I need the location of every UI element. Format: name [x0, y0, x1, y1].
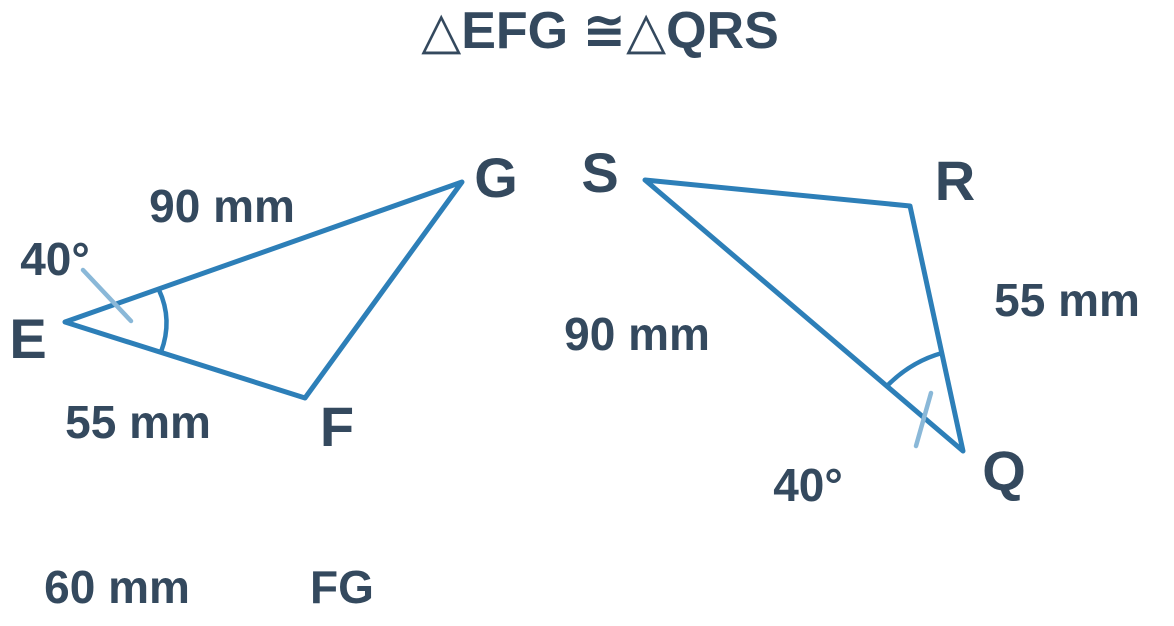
vertex-label-r: R [935, 149, 975, 212]
angle-q-tick-mark [913, 390, 934, 449]
side-ef-length: 55 mm [65, 396, 211, 448]
angle-e-measure: 40° [20, 233, 90, 285]
angle-e-arc [156, 289, 169, 353]
vertex-label-f: F [320, 395, 354, 458]
vertex-label-q: Q [982, 439, 1026, 502]
triangle-efg-shape [62, 179, 465, 401]
side-qr-length: 55 mm [994, 274, 1140, 326]
answer-length: 60 mm [44, 561, 190, 613]
vertex-label-e: E [9, 307, 46, 370]
answer-segment-label: FG [310, 561, 374, 613]
vertex-label-s: S [581, 141, 618, 204]
angle-q-measure: 40° [773, 459, 843, 511]
congruence-title: △EFG ≅△QRS [421, 2, 779, 60]
triangle-efg: E F G 90 mm 55 mm 40° [9, 146, 517, 458]
side-qs-length: 90 mm [564, 308, 710, 360]
vertex-label-g: G [474, 146, 518, 209]
side-eg-length: 90 mm [149, 180, 295, 232]
angle-e-tick-mark [80, 267, 134, 324]
angle-q-arc [884, 350, 943, 389]
triangle-qrs-shape [642, 177, 966, 454]
triangle-qrs: S R Q 90 mm 55 mm 40° [564, 141, 1140, 511]
